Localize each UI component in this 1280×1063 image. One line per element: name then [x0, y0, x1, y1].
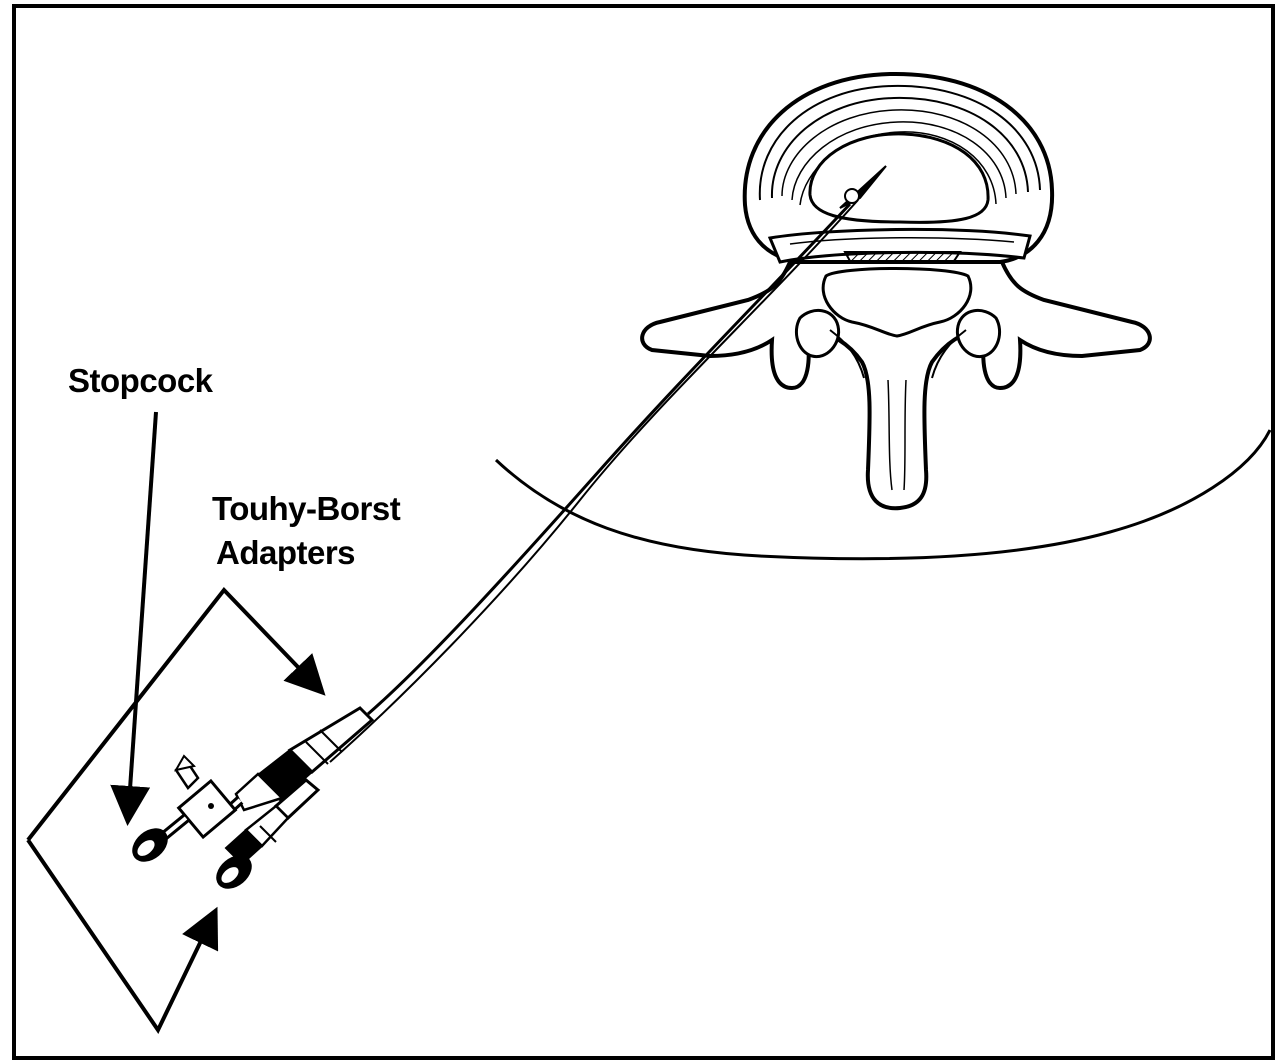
spinal-canal: [821, 267, 973, 338]
skin-contour-line: [494, 429, 1272, 561]
figure-frame: [12, 4, 1275, 1060]
touhy-borst-label: Touhy-Borst: [212, 490, 401, 527]
lower-adapter-assembly: [216, 778, 321, 889]
adapters-bracket-top: [26, 586, 326, 842]
stopcock-arrow: [110, 411, 158, 826]
vertebral-arch: [640, 260, 1152, 511]
lumbar-vertebra: [640, 71, 1152, 511]
adapters-bracket-bottom: [26, 838, 219, 1034]
upper-adapter-assembly: [132, 706, 375, 862]
adapters-label: Adapters: [216, 534, 356, 571]
stopcock-label: Stopcock: [68, 362, 213, 399]
catheter-line: [367, 202, 852, 716]
